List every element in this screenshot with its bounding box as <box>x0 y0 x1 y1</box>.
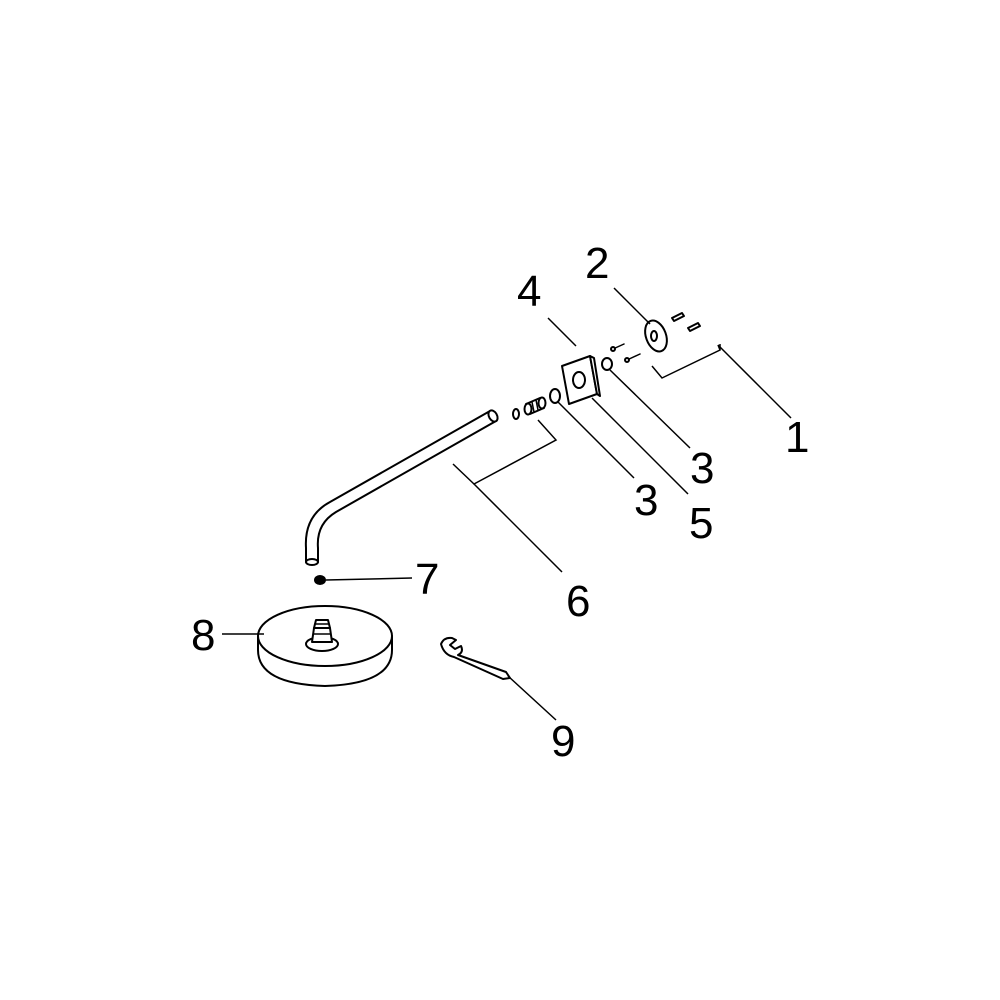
callout-5: 5 <box>689 499 713 548</box>
callout-9: 9 <box>551 717 575 766</box>
round-flange-part-2 <box>644 319 668 353</box>
callout-4: 4 <box>517 267 541 316</box>
callout-3-lower: 3 <box>634 476 658 525</box>
square-wall-plate-part-5 <box>561 355 601 405</box>
o-ring-part-3-lower <box>549 388 561 404</box>
callout-6: 6 <box>566 577 590 626</box>
threaded-nipple <box>523 396 547 416</box>
shower-head-part-8 <box>257 605 393 687</box>
o-ring-part-3-upper <box>601 357 613 371</box>
callout-3-upper: 3 <box>690 444 714 493</box>
callout-8: 8 <box>191 611 215 660</box>
shower-arm-part-6 <box>304 409 499 566</box>
callout-1: 1 <box>785 413 809 462</box>
washer-part-7 <box>314 575 326 585</box>
leader-lines <box>222 287 792 721</box>
screws-and-anchors-part-1 <box>610 312 701 363</box>
callout-7: 7 <box>415 555 439 604</box>
callout-2: 2 <box>585 239 609 288</box>
wrench-part-9 <box>440 636 511 680</box>
o-ring-small <box>512 408 520 420</box>
